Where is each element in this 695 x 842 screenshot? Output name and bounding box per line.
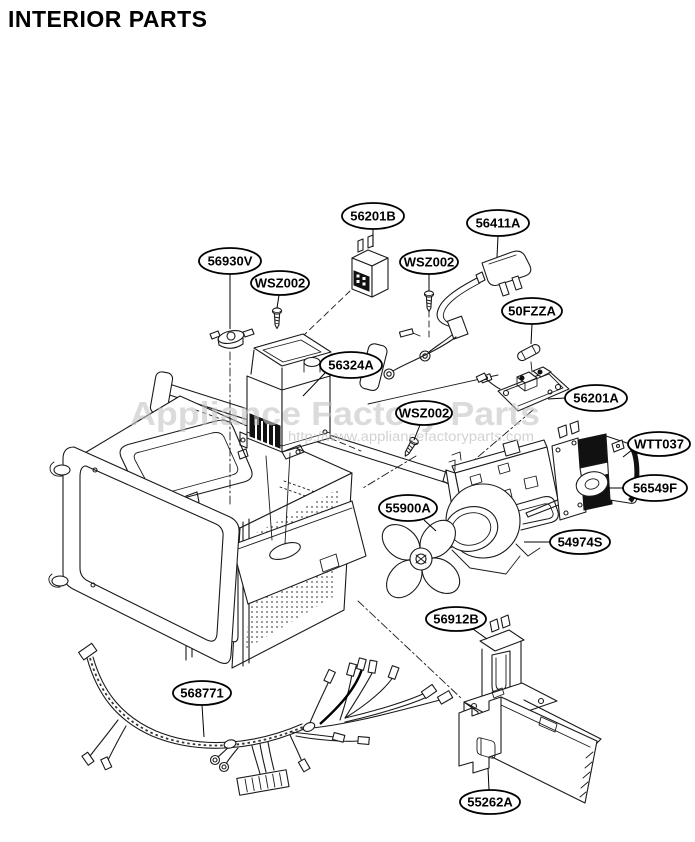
part-callout-WTT037[interactable]: WTT037 — [622, 431, 691, 458]
leader-line — [487, 767, 490, 791]
part-number-label: 55262A — [467, 795, 513, 810]
part-callout-568771[interactable]: 568771 — [172, 680, 232, 738]
leader-line — [413, 424, 421, 441]
callout-ellipse — [627, 431, 691, 457]
part-callout-WSZ002-3[interactable]: WSZ002 — [395, 400, 453, 441]
part-number-label: 56930V — [208, 254, 253, 269]
callout-ellipse — [378, 494, 438, 522]
part-callout-56549F[interactable]: 56549F — [608, 474, 688, 502]
fan-blade — [381, 519, 461, 599]
part-number-label: 568771 — [180, 686, 223, 701]
part-number-label: 50FZZA — [508, 304, 556, 319]
callout-ellipse — [622, 474, 688, 502]
part-callout-56324A[interactable]: 56324A — [302, 351, 383, 397]
part-callout-56411A[interactable]: 56411A — [466, 209, 530, 258]
leader-line — [472, 628, 488, 640]
screw-wsz002-top — [423, 290, 435, 313]
callout-ellipse — [319, 351, 383, 379]
page-title: INTERIOR PARTS — [8, 6, 208, 32]
magnetron — [239, 333, 332, 545]
part-callouts: 56201B56930VWSZ002WSZ00256411A50FZZA5632… — [172, 202, 691, 815]
leader-line — [496, 235, 499, 258]
leader-line — [530, 323, 533, 345]
thermostat — [209, 328, 255, 349]
callout-ellipse — [549, 529, 611, 555]
part-number-label: WTT037 — [634, 437, 684, 452]
part-number-label: 56324A — [328, 358, 374, 373]
part-number-label: 54974S — [558, 535, 603, 550]
part-callout-55262A[interactable]: 55262A — [459, 767, 521, 815]
callout-ellipse — [425, 606, 487, 632]
part-callout-54974S[interactable]: 54974S — [524, 529, 611, 555]
fuse — [517, 343, 541, 362]
part-number-label: 56201A — [573, 391, 619, 406]
part-callout-56201B[interactable]: 56201B — [341, 202, 405, 247]
callout-ellipse — [395, 400, 453, 426]
part-callout-WSZ002-2[interactable]: WSZ002 — [399, 249, 459, 291]
callout-ellipse — [198, 247, 262, 275]
screw-wsz002-left — [271, 307, 283, 330]
part-callout-56930V[interactable]: 56930V — [198, 247, 262, 329]
part-number-label: WSZ002 — [255, 276, 306, 291]
part-callout-55900A[interactable]: 55900A — [378, 494, 438, 532]
part-number-label: 56201B — [350, 209, 396, 224]
part-callout-WSZ002-1[interactable]: WSZ002 — [250, 270, 310, 309]
part-callout-56201A[interactable]: 56201A — [547, 384, 628, 412]
leader-line — [302, 372, 326, 397]
callout-ellipse — [172, 680, 232, 706]
noise-filter — [351, 234, 389, 298]
oven-cavity — [48, 343, 457, 669]
callout-ellipse — [564, 384, 628, 412]
leader-line — [201, 704, 205, 738]
watermark-url: http://www.appliancefactoryparts.com — [288, 429, 534, 444]
part-number-label: 56549F — [633, 481, 677, 496]
callout-ellipse — [459, 789, 521, 815]
part-number-label: WSZ002 — [399, 406, 450, 421]
callout-ellipse — [399, 249, 459, 275]
part-number-label: 56912B — [433, 612, 479, 627]
part-number-label: 56411A — [476, 216, 521, 231]
part-number-label: 55900A — [385, 501, 431, 516]
leader-line — [547, 397, 566, 400]
callout-ellipse — [501, 297, 563, 325]
callout-ellipse — [341, 202, 405, 230]
leader-line — [276, 294, 280, 309]
lamp-duct — [458, 696, 598, 804]
leader-line — [622, 449, 633, 458]
switch-assembly — [475, 366, 570, 412]
part-callout-50FZZA[interactable]: 50FZZA — [501, 297, 563, 345]
part-callout-56912B[interactable]: 56912B — [425, 606, 488, 640]
power-cord — [383, 250, 532, 384]
watermark-text: Appliance Factory Parts — [130, 395, 540, 432]
part-number-label: WSZ002 — [404, 255, 455, 270]
callout-ellipse — [466, 209, 530, 237]
leader-line — [423, 519, 437, 532]
callout-ellipse — [250, 270, 310, 296]
fan-shroud — [443, 483, 541, 575]
wire-harness — [78, 642, 454, 796]
